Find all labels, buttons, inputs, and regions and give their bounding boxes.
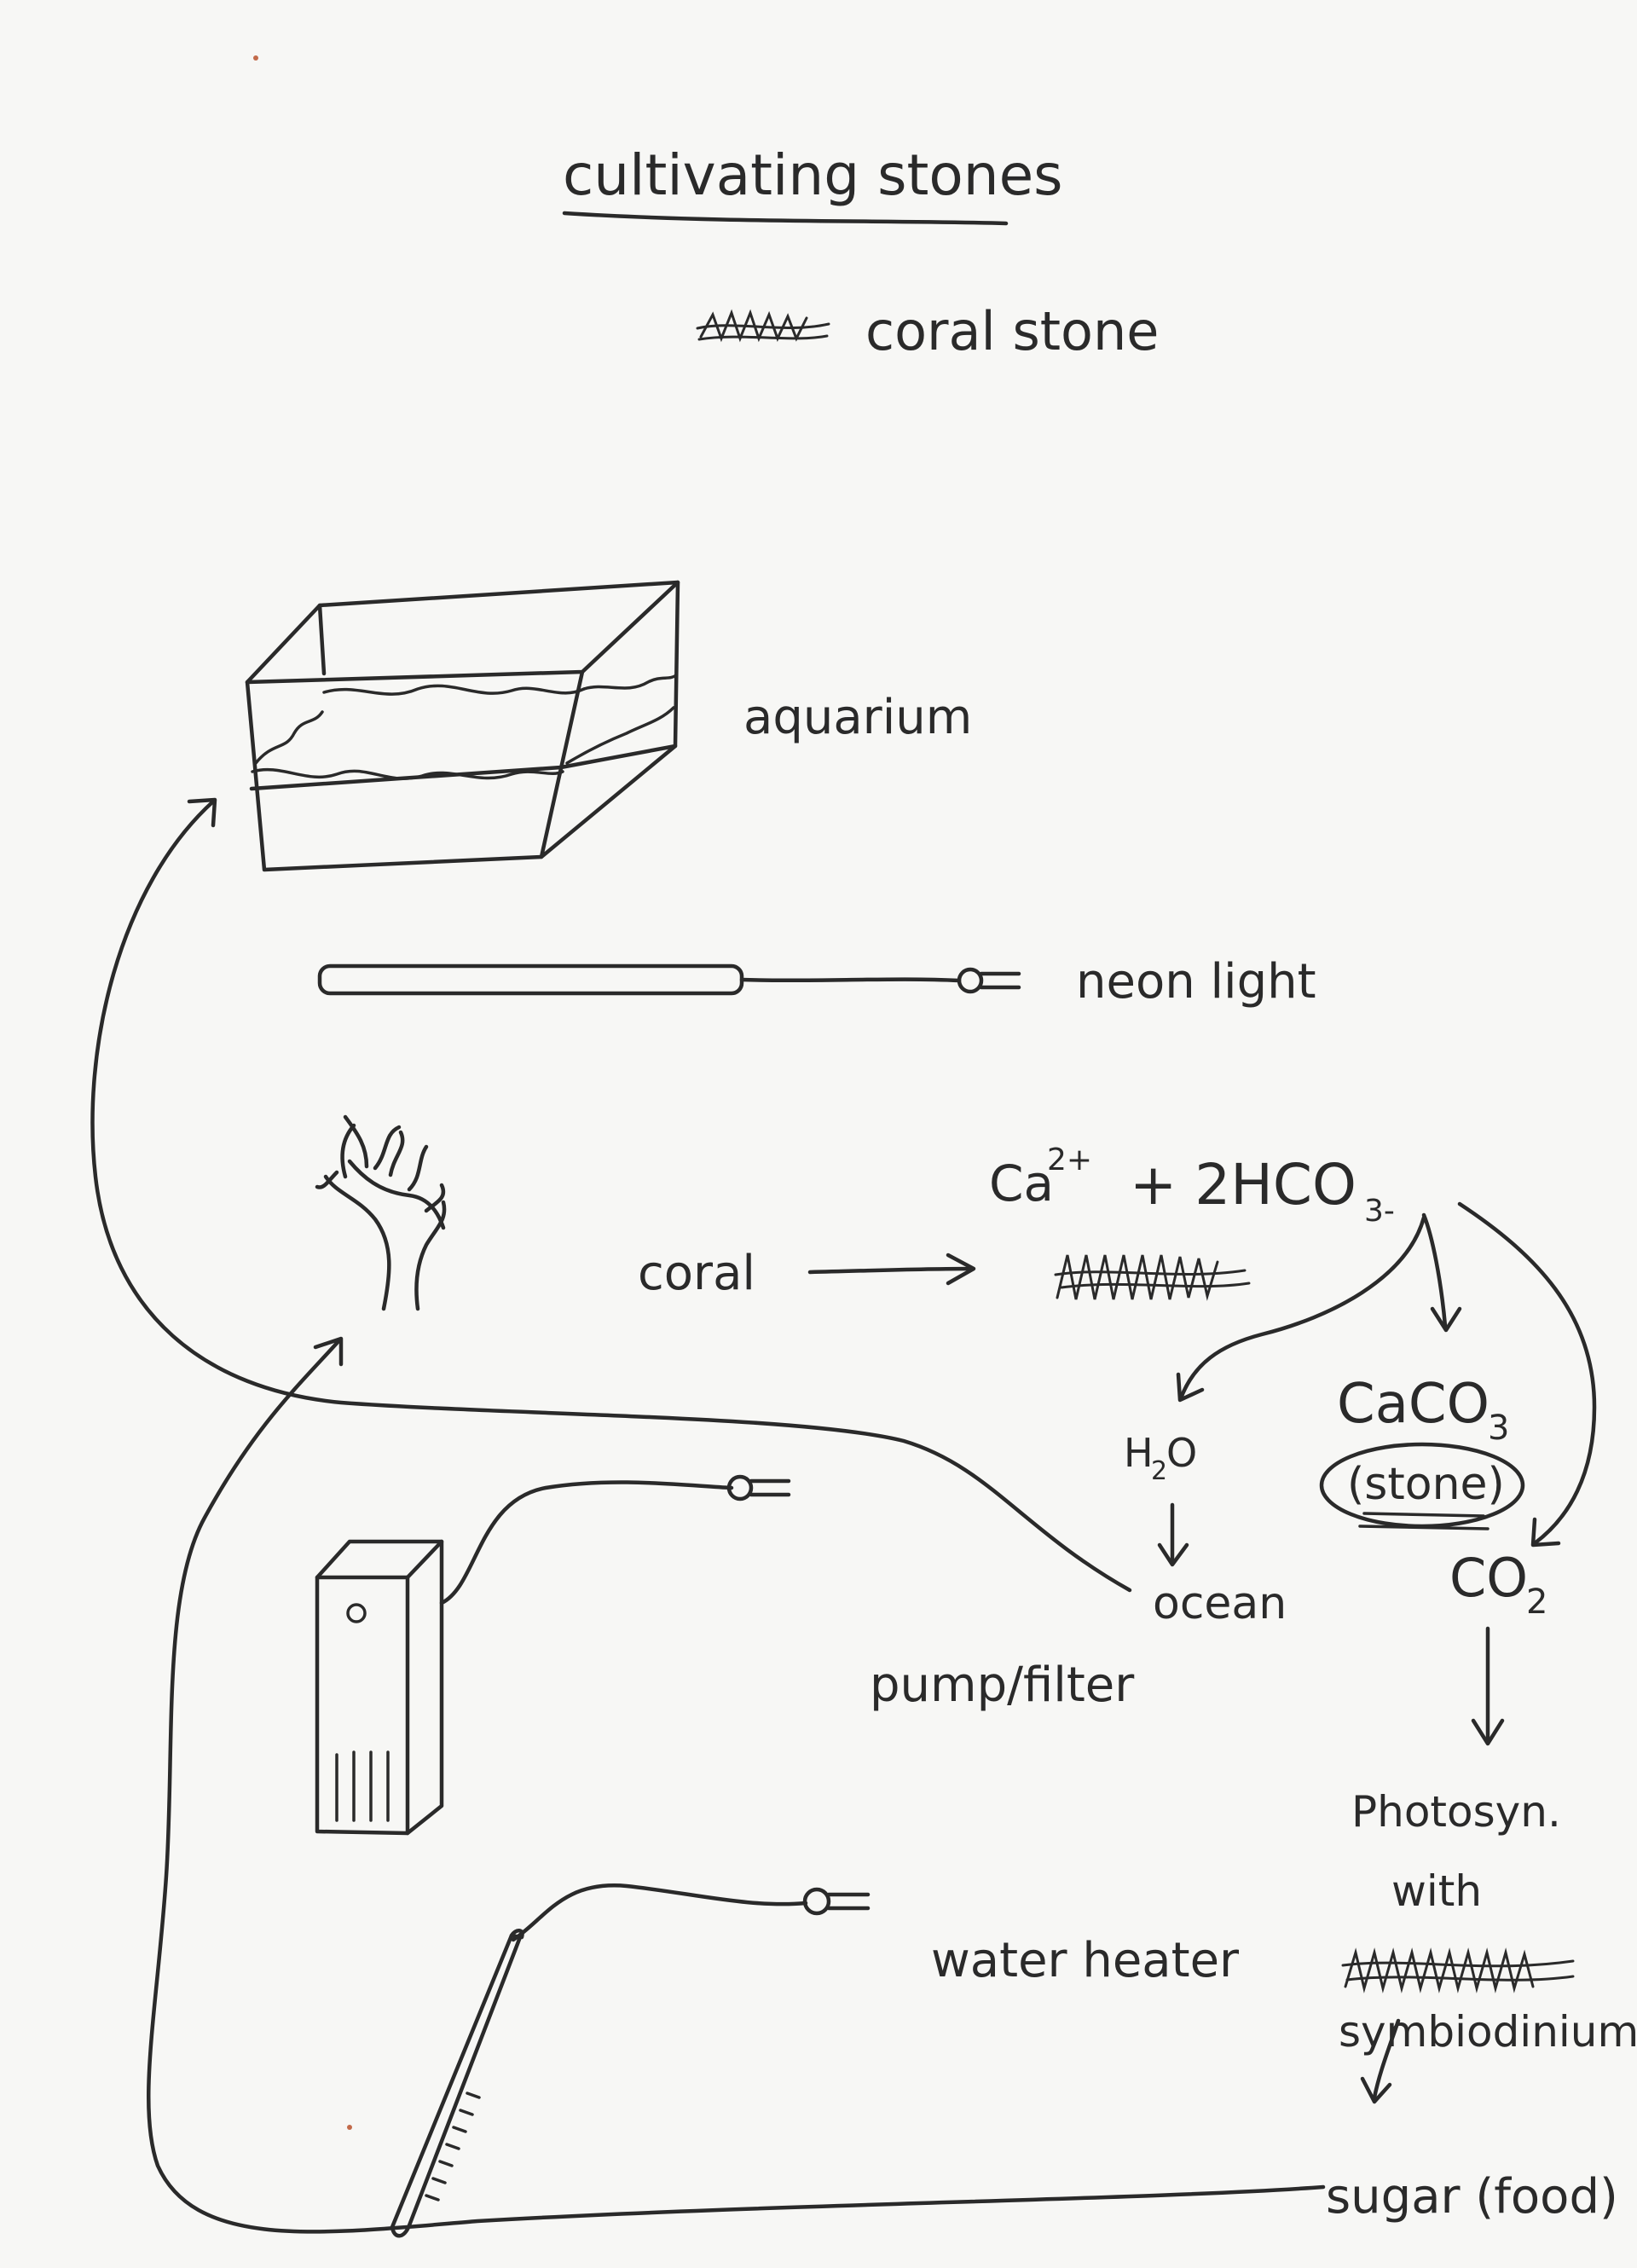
coral-label: coral <box>638 1246 755 1301</box>
crossed-out-word <box>1054 1254 1251 1301</box>
equation: Ca 2+ + 2HCO 3- <box>989 1143 1395 1229</box>
sugar-food-label: sugar (food) <box>1326 2169 1618 2225</box>
caco3: CaCO 3 <box>1337 1373 1509 1448</box>
with-label: with <box>1391 1866 1482 1916</box>
h2o: H 2 O <box>1124 1430 1197 1486</box>
coral-arrow <box>807 1253 976 1286</box>
pump-filter-icon <box>315 1474 791 1836</box>
stone-underline <box>1358 1512 1489 1530</box>
stone-label: (stone) <box>1347 1459 1505 1510</box>
neon-light-icon <box>317 963 1021 996</box>
co2: CO 2 <box>1449 1547 1547 1622</box>
flow-arrows <box>1157 1201 1597 2104</box>
water-heater-icon <box>390 1883 871 2238</box>
coral-icon <box>315 1114 447 1311</box>
svg-text:2: 2 <box>1526 1582 1547 1622</box>
ink-dot <box>347 2125 352 2130</box>
svg-text:2: 2 <box>1151 1456 1167 1486</box>
water-heater-label: water heater <box>931 1933 1240 1988</box>
ink-dot <box>253 55 258 61</box>
ocean-label: ocean <box>1153 1578 1287 1629</box>
circulation-loop <box>90 797 1326 2234</box>
equation-ca: Ca <box>989 1154 1054 1212</box>
equation-bicarbonate-sub: 3- <box>1364 1194 1395 1229</box>
equation-ca-charge: 2+ <box>1047 1143 1092 1177</box>
svg-text:O: O <box>1166 1430 1197 1476</box>
aquarium-icon <box>245 580 680 872</box>
subtitle: coral stone <box>865 300 1159 362</box>
neon-light-label: neon light <box>1076 954 1316 1010</box>
symbiodinium-label: symbiodinium <box>1339 2007 1637 2057</box>
title-underline <box>562 211 1009 226</box>
svg-text:CO: CO <box>1449 1547 1528 1609</box>
title: cultivating stones <box>563 142 1063 208</box>
svg-text:3: 3 <box>1488 1409 1509 1448</box>
equation-bicarbonate: + 2HCO <box>1130 1152 1356 1218</box>
svg-text:CaCO: CaCO <box>1337 1373 1489 1436</box>
crossed-out-word <box>1341 1947 1575 1993</box>
photosyn-label: Photosyn. <box>1351 1787 1561 1837</box>
svg-text:H: H <box>1124 1430 1154 1476</box>
crossed-out-word <box>696 309 830 343</box>
pump-filter-label: pump/filter <box>870 1658 1135 1713</box>
aquarium-label: aquarium <box>743 690 972 745</box>
